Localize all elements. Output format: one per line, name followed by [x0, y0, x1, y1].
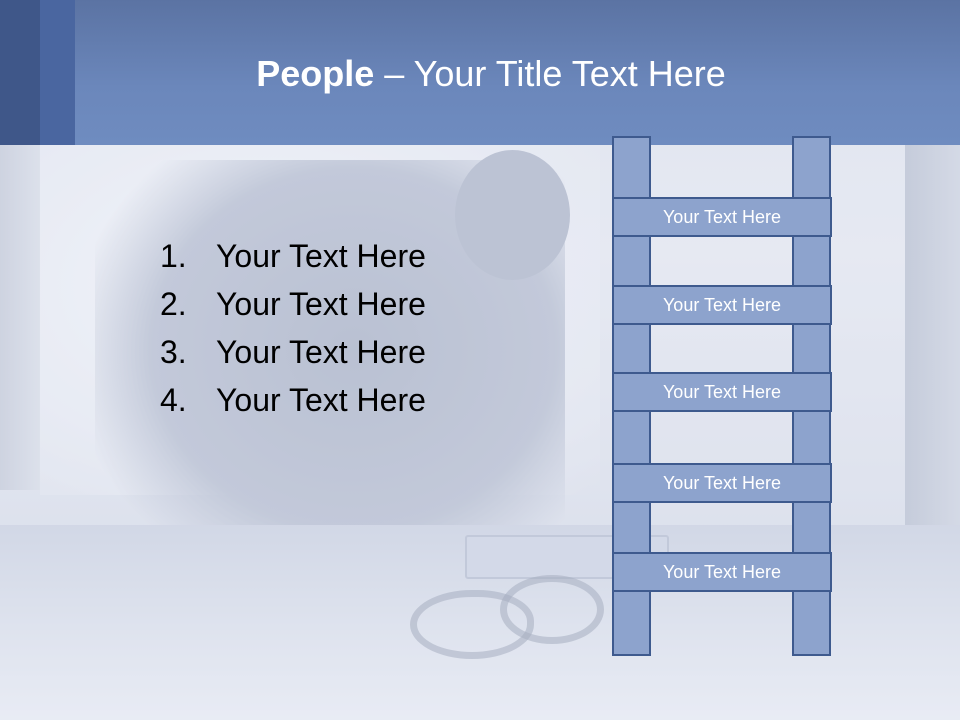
ladder-rung-4[interactable]: Your Text Here — [612, 463, 832, 503]
list-number: 4. — [160, 382, 187, 418]
ladder-rung-2[interactable]: Your Text Here — [612, 285, 832, 325]
list-item: 2. Your Text Here — [160, 280, 426, 328]
title-rest: – Your Title Text Here — [374, 53, 726, 94]
window-frame-left — [0, 145, 40, 490]
ladder-rung-1[interactable]: Your Text Here — [612, 197, 832, 237]
list-text: Your Text Here — [216, 334, 426, 370]
numbered-list[interactable]: 1. Your Text Here 2. Your Text Here 3. Your… — [160, 232, 426, 424]
list-text: Your Text Here — [216, 238, 426, 274]
list-item: 1. Your Text Here — [160, 232, 426, 280]
glasses-lens-right — [500, 575, 604, 644]
title-bar: People – Your Title Text Here — [0, 0, 960, 145]
title-accent-dark — [0, 0, 40, 145]
list-text: Your Text Here — [216, 382, 426, 418]
slide-title[interactable]: People – Your Title Text Here — [75, 50, 907, 98]
person-head — [455, 150, 570, 280]
list-number: 2. — [160, 286, 187, 322]
ladder-rung-3[interactable]: Your Text Here — [612, 372, 832, 412]
list-number: 3. — [160, 334, 187, 370]
list-item: 4. Your Text Here — [160, 376, 426, 424]
list-item: 3. Your Text Here — [160, 328, 426, 376]
title-bold: People — [256, 53, 375, 94]
list-text: Your Text Here — [216, 286, 426, 322]
ladder-rung-5[interactable]: Your Text Here — [612, 552, 832, 592]
list-number: 1. — [160, 238, 187, 274]
window-frame-right — [905, 145, 960, 535]
title-accent-mid — [40, 0, 75, 145]
